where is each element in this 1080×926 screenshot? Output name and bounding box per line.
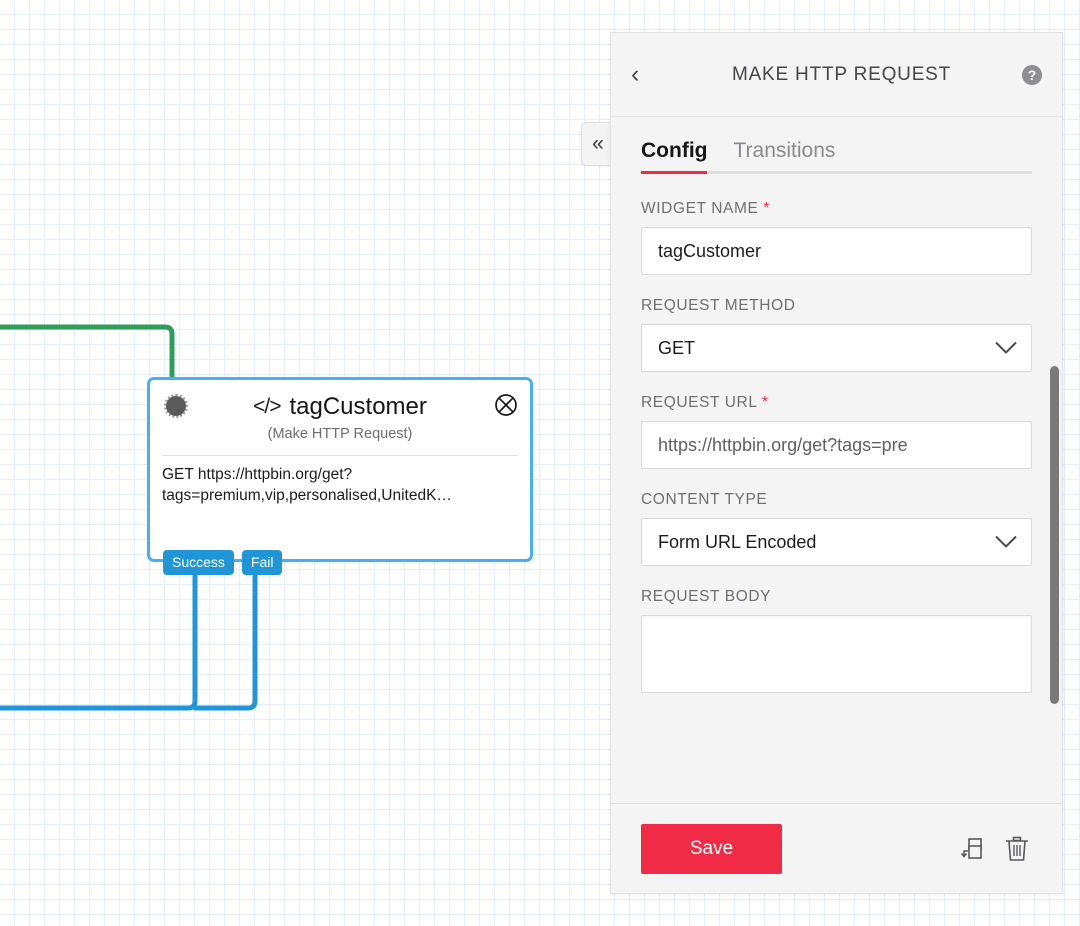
transition-pill-success[interactable]: Success: [163, 550, 234, 575]
panel-footer: Save: [611, 803, 1062, 893]
flow-node-tagcustomer[interactable]: </> tagCustomer (Make HTTP Request) GET …: [147, 377, 533, 575]
help-icon[interactable]: ?: [1022, 64, 1042, 85]
connector-fail: [192, 572, 258, 711]
label-text: REQUEST URL: [641, 394, 757, 411]
tabs-underline: [641, 171, 1032, 174]
node-body-line-2: tags=premium,vip,personalised,UnitedK…: [162, 486, 452, 504]
required-asterisk: *: [758, 200, 770, 217]
request-url-input[interactable]: [641, 421, 1032, 469]
back-chevron-icon[interactable]: ‹: [631, 60, 640, 88]
panel-tabs: Config Transitions: [611, 117, 1062, 174]
field-request-body: REQUEST BODY: [641, 588, 1032, 698]
content-type-value[interactable]: Form URL Encoded: [641, 518, 1032, 566]
field-label-request-url: REQUEST URL *: [641, 394, 1032, 412]
field-label-widget-name: WIDGET NAME *: [641, 200, 1032, 218]
panel-scrollbar-thumb[interactable]: [1050, 366, 1059, 704]
save-button[interactable]: Save: [641, 823, 782, 874]
page-title: MAKE HTTP REQUEST: [731, 63, 952, 85]
field-widget-name: WIDGET NAME *: [641, 200, 1032, 275]
content-type-select[interactable]: Form URL Encoded: [641, 518, 1032, 566]
node-title-row: </> tagCustomer: [150, 380, 530, 420]
field-request-method: REQUEST METHOD GET: [641, 297, 1032, 372]
close-icon-glyph: [495, 394, 517, 416]
field-label-request-method: REQUEST METHOD: [641, 297, 796, 314]
field-request-url: REQUEST URL *: [641, 394, 1032, 469]
node-divider: [162, 455, 518, 456]
widget-config-panel: ‹ MAKE HTTP REQUEST ? Config Transitions…: [610, 32, 1063, 894]
field-content-type: CONTENT TYPE Form URL Encoded: [641, 491, 1032, 566]
code-icon: </>: [253, 395, 281, 418]
node-title: tagCustomer: [289, 393, 427, 420]
panel-scroll-area[interactable]: WIDGET NAME * REQUEST METHOD GET REQUEST…: [611, 174, 1062, 803]
tab-config[interactable]: Config: [641, 139, 708, 174]
close-icon[interactable]: [494, 393, 518, 417]
trash-icon[interactable]: [1002, 834, 1032, 864]
tab-transitions[interactable]: Transitions: [733, 139, 836, 162]
request-method-select[interactable]: GET: [641, 324, 1032, 372]
node-transition-pills: Success Fail: [163, 550, 283, 575]
panel-header: ‹ MAKE HTTP REQUEST ?: [611, 33, 1062, 117]
required-asterisk: *: [757, 394, 769, 411]
field-label-request-body: REQUEST BODY: [641, 588, 772, 605]
connector-incoming: [0, 324, 175, 383]
chevron-double-left-icon: «: [592, 132, 604, 155]
trash-icon-glyph: [1006, 836, 1028, 861]
panel-collapse-button[interactable]: «: [581, 122, 614, 166]
widget-name-input[interactable]: [641, 227, 1032, 275]
field-label-content-type: CONTENT TYPE: [641, 491, 768, 508]
node-body-line-1: GET https://httpbin.org/get?: [162, 466, 353, 483]
connector-success: [0, 572, 198, 711]
label-text: WIDGET NAME: [641, 200, 759, 217]
node-subtitle: (Make HTTP Request): [267, 426, 413, 442]
duplicate-icon-glyph: [960, 837, 982, 859]
transition-pill-fail[interactable]: Fail: [241, 550, 283, 575]
duplicate-icon[interactable]: [958, 834, 988, 864]
node-body: GET https://httpbin.org/get? tags=premiu…: [150, 456, 530, 506]
request-method-value[interactable]: GET: [641, 324, 1032, 372]
request-body-textarea[interactable]: [641, 615, 1032, 693]
node-drag-handle[interactable]: [164, 394, 188, 418]
